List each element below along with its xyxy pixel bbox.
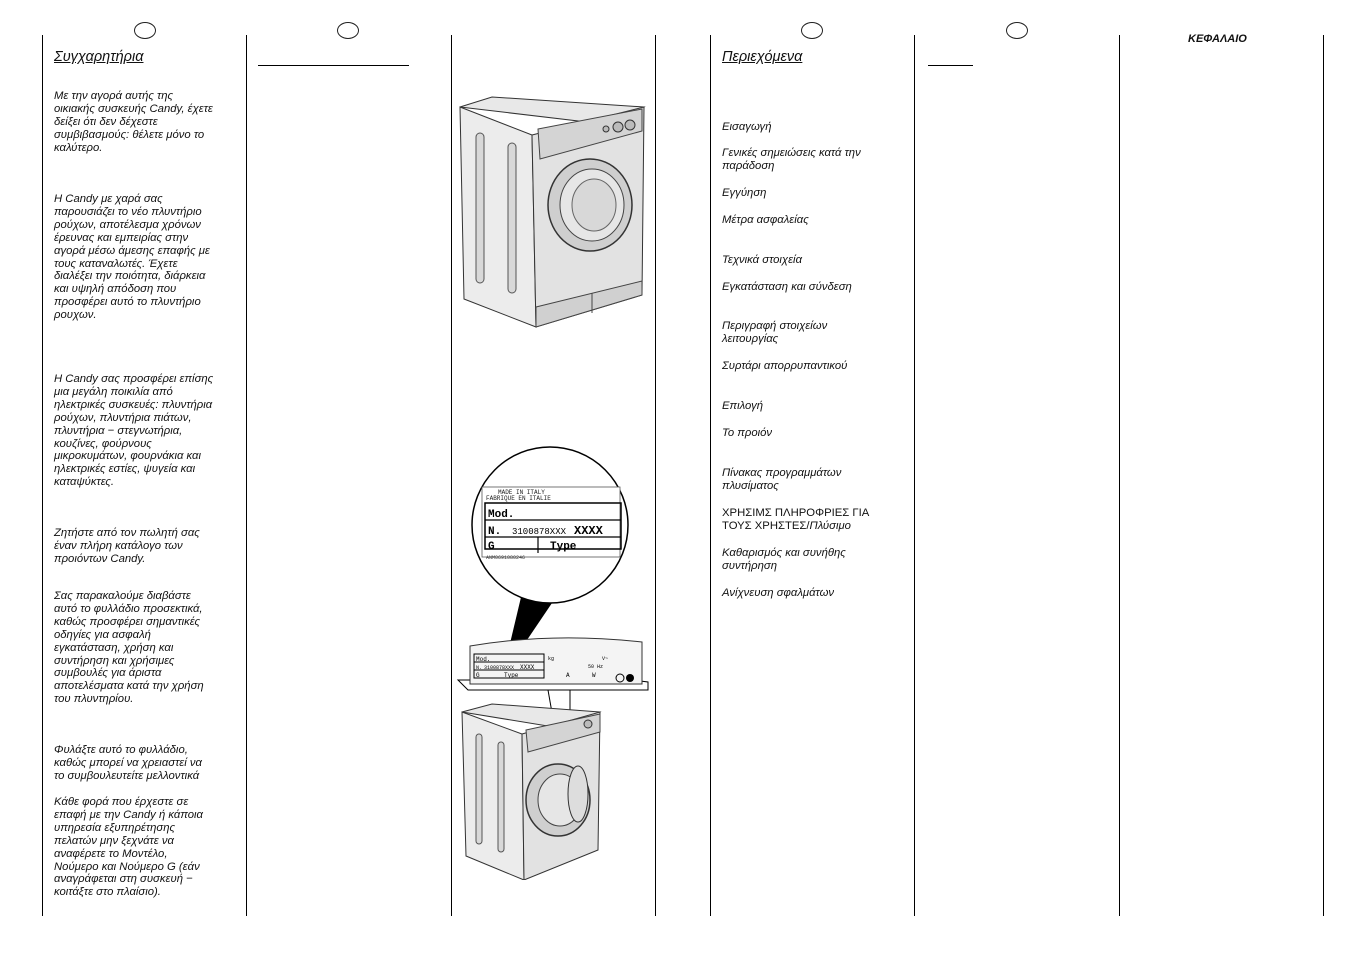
plate-serial: 3100878XXX — [512, 527, 567, 537]
toc-item[interactable]: Επιλογή — [722, 400, 764, 412]
small-plate-n: N. — [476, 665, 482, 671]
toc-item-user-info-italic: Πλύσιμο — [809, 520, 851, 533]
intro-paragraph: Φυλάξτε αυτό το φυλλάδιο, καθώς μπορεί ν… — [54, 744, 203, 782]
column-divider — [655, 35, 656, 916]
rating-plate-magnifier: MADE IN ITALY FABRIQUE EN ITALIE Mod. N.… — [471, 446, 629, 677]
rating-plate-small: Mod. N. 3100878XXX XXXX G Type kg V~ 50 … — [456, 637, 649, 691]
washing-machine-illustration-2 — [461, 690, 602, 880]
language-flag-circle — [801, 22, 823, 39]
toc-item[interactable]: Πίνακας προγραμμάτων πλυσίματος — [722, 467, 842, 493]
toc-item[interactable]: Καθαρισμός και συνήθης συντήρηση — [722, 547, 846, 573]
plate-mod: Mod. — [488, 509, 514, 521]
column-divider — [42, 35, 43, 916]
toc-item[interactable]: Εγκατάσταση και σύνδεση — [722, 281, 852, 293]
language-flag-circle — [337, 22, 359, 39]
column-divider — [1323, 35, 1324, 916]
toc-item-user-info-label: ΧΡΗΣΙΜΣ ΠΛΗΡΟΦΡΙΕΣ ΓΙΑ ΤΟΥΣ ΧΡΗΣΤΕΣ/ — [722, 507, 870, 533]
intro-paragraph: Με την αγορά αυτής της οικιακής συσκευής… — [54, 90, 213, 154]
column-divider — [246, 35, 247, 916]
chapter-label: ΚΕΦΑΛΑΙΟ — [1188, 33, 1247, 45]
language-flag-circle — [134, 22, 156, 39]
small-plate-w: W — [592, 672, 596, 679]
toc-item[interactable]: Ανίχνευση σφαλμάτων — [722, 587, 835, 599]
small-plate-type: Type — [504, 672, 519, 679]
plate-type: Type — [550, 541, 577, 553]
small-plate-kg: kg — [548, 656, 554, 662]
section-heading-congratulations: Συγχαρητήρια — [54, 49, 144, 65]
column-divider — [914, 35, 915, 916]
plate-made-in: MADE IN ITALY — [498, 489, 545, 496]
language-flag-circle — [1006, 22, 1028, 39]
plate-code: ANM0691080246 — [486, 555, 525, 561]
toc-item[interactable]: Εισαγωγή — [722, 121, 772, 133]
plate-xxxx: XXXX — [574, 524, 604, 538]
section-heading-contents: Περιεχόμενα — [722, 49, 803, 65]
blank-rule — [258, 65, 409, 66]
toc-item[interactable]: Εγγύηση — [722, 187, 767, 199]
toc-item[interactable]: Γενικές σημειώσεις κατά την παράδοση — [722, 147, 861, 173]
intro-paragraph: Σας παρακαλούμε διαβάστε αυτό το φυλλάδι… — [54, 590, 204, 706]
toc-item-user-info[interactable]: ΧΡΗΣΙΜΣ ΠΛΗΡΟΦΡΙΕΣ ΓΙΑ ΤΟΥΣ ΧΡΗΣΤΕΣ/Πλύσ… — [722, 507, 869, 533]
intro-paragraph: Κάθε φορά που έρχεστε σε επαφή με την Ca… — [54, 796, 203, 899]
small-plate-g: G — [476, 672, 480, 679]
small-plate-mod: Mod. — [476, 656, 490, 663]
plate-g: G — [488, 541, 495, 553]
small-plate-v: V~ — [602, 656, 608, 662]
toc-item[interactable]: Το προιόν — [722, 427, 773, 439]
column-divider — [710, 35, 711, 916]
small-plate-a: A — [566, 672, 570, 679]
blank-rule — [928, 65, 973, 66]
intro-paragraph: Ζητήστε από τον πωλητή σας έναν πλήρη κα… — [54, 527, 200, 565]
small-plate-serial: 3100878XXX — [484, 665, 514, 671]
toc-item[interactable]: Τεχνικά στοιχεία — [722, 254, 803, 266]
toc-item[interactable]: Μέτρα ασφαλείας — [722, 214, 809, 226]
small-plate-hz: 50 Hz — [588, 664, 603, 670]
small-plate-xxxx: XXXX — [520, 664, 535, 671]
column-divider — [1119, 35, 1120, 916]
toc-item[interactable]: Περιγραφή στοιχείων λειτουργίας — [722, 320, 828, 346]
plate-n: N. — [488, 526, 501, 538]
plate-fabrique: FABRIQUE EN ITALIE — [486, 495, 551, 502]
intro-paragraph: Η Candy σας προσφέρει επίσης μια μεγάλη … — [54, 373, 214, 489]
washing-machine-illustration — [459, 96, 646, 328]
intro-paragraph: Η Candy με χαρά σας παρουσιάζει το νέο π… — [54, 193, 210, 322]
toc-item[interactable]: Συρτάρι απορρυπαντικού — [722, 360, 848, 372]
column-divider — [451, 35, 452, 916]
